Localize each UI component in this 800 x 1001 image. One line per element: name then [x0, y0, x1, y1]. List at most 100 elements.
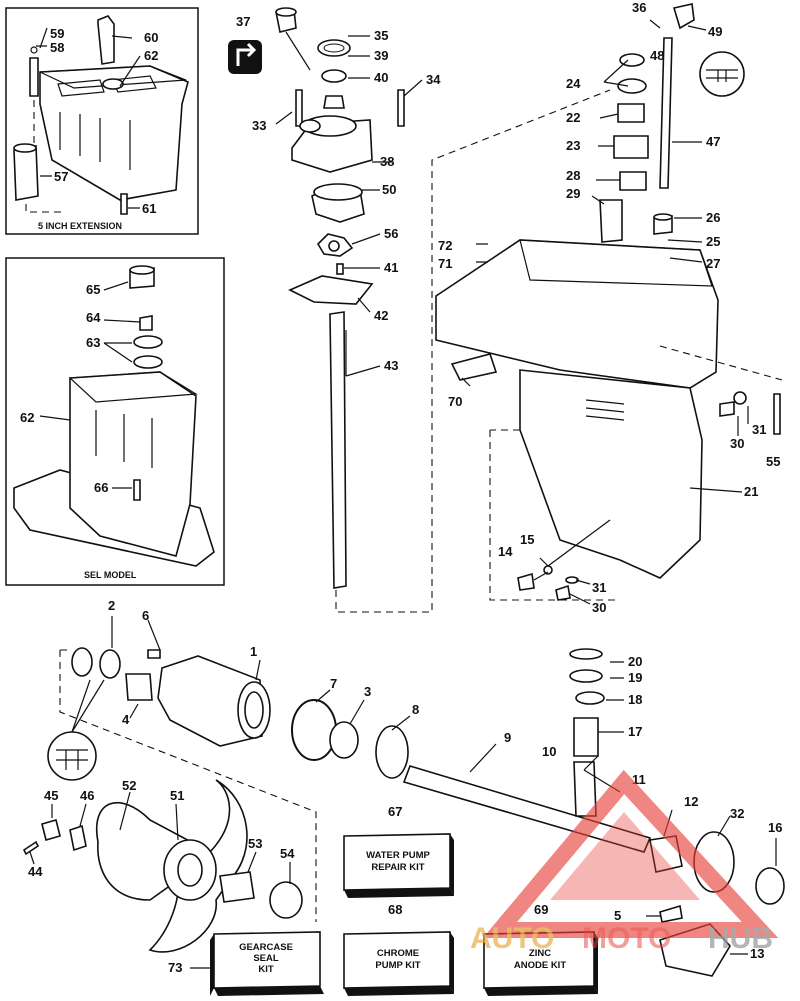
callout-3: 3	[364, 684, 371, 699]
callout-73: 73	[168, 960, 182, 975]
callout-36: 36	[632, 0, 646, 15]
callout-32: 32	[730, 806, 744, 821]
gearcase-seal-kit-line3: KIT	[258, 964, 274, 975]
callout-21: 21	[744, 484, 758, 499]
callout-54: 54	[280, 846, 295, 861]
callout-52: 52	[122, 778, 136, 793]
callout-35: 35	[374, 28, 388, 43]
gearcase-housing	[435, 3, 783, 601]
extension-caption: 5 INCH EXTENSION	[38, 221, 122, 231]
callout-24: 24	[566, 76, 581, 91]
gearcase-seal-kit-line1: GEARCASE	[239, 942, 293, 953]
callout-39: 39	[374, 48, 388, 63]
kit-chrome-pump: CHROME PUMP KIT	[343, 931, 454, 996]
callout-46: 46	[80, 788, 94, 803]
callout-53: 53	[248, 836, 262, 851]
callout-63: 63	[86, 335, 100, 350]
callout-30-lower: 30	[592, 600, 606, 615]
callout-4: 4	[122, 712, 130, 727]
callout-70: 70	[448, 394, 462, 409]
callout-48: 48	[650, 48, 664, 63]
zinc-anode-kit-line2: ANODE KIT	[514, 960, 566, 971]
callout-34: 34	[426, 72, 441, 87]
inset-5-inch-extension	[5, 7, 199, 235]
water-pump-kit-line2: REPAIR KIT	[371, 862, 424, 873]
callout-25: 25	[706, 234, 720, 249]
callout-45: 45	[44, 788, 58, 803]
callout-71: 71	[438, 256, 452, 271]
callout-66: 66	[94, 480, 108, 495]
callout-67: 67	[388, 804, 402, 819]
watermark-hub: HUB	[708, 922, 773, 955]
callout-51: 51	[170, 788, 184, 803]
kit-gearcase-seal: GEARCASE SEAL KIT	[210, 931, 324, 996]
watermark-moto: MOTO	[582, 922, 671, 955]
callout-56: 56	[384, 226, 398, 241]
callout-5: 5	[614, 908, 621, 923]
propeller-group	[22, 779, 303, 953]
callout-65: 65	[86, 282, 100, 297]
callout-31-lower: 31	[592, 580, 606, 595]
callout-62-extension: 62	[144, 48, 158, 63]
callout-18: 18	[628, 692, 642, 707]
housing-drain-parts	[517, 519, 611, 605]
chrome-pump-kit-line1: CHROME	[377, 948, 419, 959]
callout-8: 8	[412, 702, 419, 717]
callout-27: 27	[706, 256, 720, 271]
callout-38: 38	[380, 154, 394, 169]
callout-33: 33	[252, 118, 266, 133]
callout-17: 17	[628, 724, 642, 739]
callout-16: 16	[768, 820, 782, 835]
callout-59: 59	[50, 26, 64, 41]
kit-zinc-anode: ZINC ANODE KIT	[483, 931, 598, 996]
callout-61: 61	[142, 201, 156, 216]
kit-water-pump: WATER PUMP REPAIR KIT	[343, 833, 454, 898]
inset-sel-model	[5, 257, 225, 586]
callout-30-upper: 30	[730, 436, 744, 451]
callout-62-sel: 62	[20, 410, 34, 425]
callout-14: 14	[498, 544, 513, 559]
callout-47: 47	[706, 134, 720, 149]
callout-10: 10	[542, 744, 556, 759]
callout-23: 23	[566, 138, 580, 153]
callout-57: 57	[54, 169, 68, 184]
callout-49: 49	[708, 24, 722, 39]
callout-58: 58	[50, 40, 64, 55]
watermark-auto: AUTO	[470, 922, 554, 955]
callout-41: 41	[384, 260, 398, 275]
water-pump-kit-line1: WATER PUMP	[366, 850, 430, 861]
callout-42: 42	[374, 308, 388, 323]
callout-9: 9	[504, 730, 511, 745]
water-pump-stack	[228, 7, 611, 613]
callout-28: 28	[566, 168, 580, 183]
callout-31-upper: 31	[752, 422, 766, 437]
callout-60: 60	[144, 30, 158, 45]
callout-72: 72	[438, 238, 452, 253]
callout-55: 55	[766, 454, 780, 469]
callout-44: 44	[28, 864, 43, 879]
zinc-anode-kit-line1: ZINC	[529, 948, 551, 959]
automotohub-watermark: AUTO MOTO HUB	[470, 769, 779, 955]
callout-20: 20	[628, 654, 642, 669]
sel-caption: SEL MODEL	[84, 570, 137, 580]
callout-2: 2	[108, 598, 115, 613]
callout-7: 7	[330, 676, 337, 691]
callout-26: 26	[706, 210, 720, 225]
callout-12: 12	[684, 794, 698, 809]
callout-37: 37	[236, 14, 250, 29]
callout-68: 68	[388, 902, 402, 917]
callout-64: 64	[86, 310, 101, 325]
callout-22: 22	[566, 110, 580, 125]
callout-19: 19	[628, 670, 642, 685]
callout-29: 29	[566, 186, 580, 201]
callout-1: 1	[250, 644, 257, 659]
gearcase-seal-kit-line2: SEAL	[253, 953, 279, 964]
callout-69: 69	[534, 902, 548, 917]
callout-50: 50	[382, 182, 396, 197]
chrome-pump-kit-line2: PUMP KIT	[375, 960, 420, 971]
callout-43: 43	[384, 358, 398, 373]
callout-6: 6	[142, 608, 149, 623]
callout-15: 15	[520, 532, 534, 547]
callout-13: 13	[750, 946, 764, 961]
